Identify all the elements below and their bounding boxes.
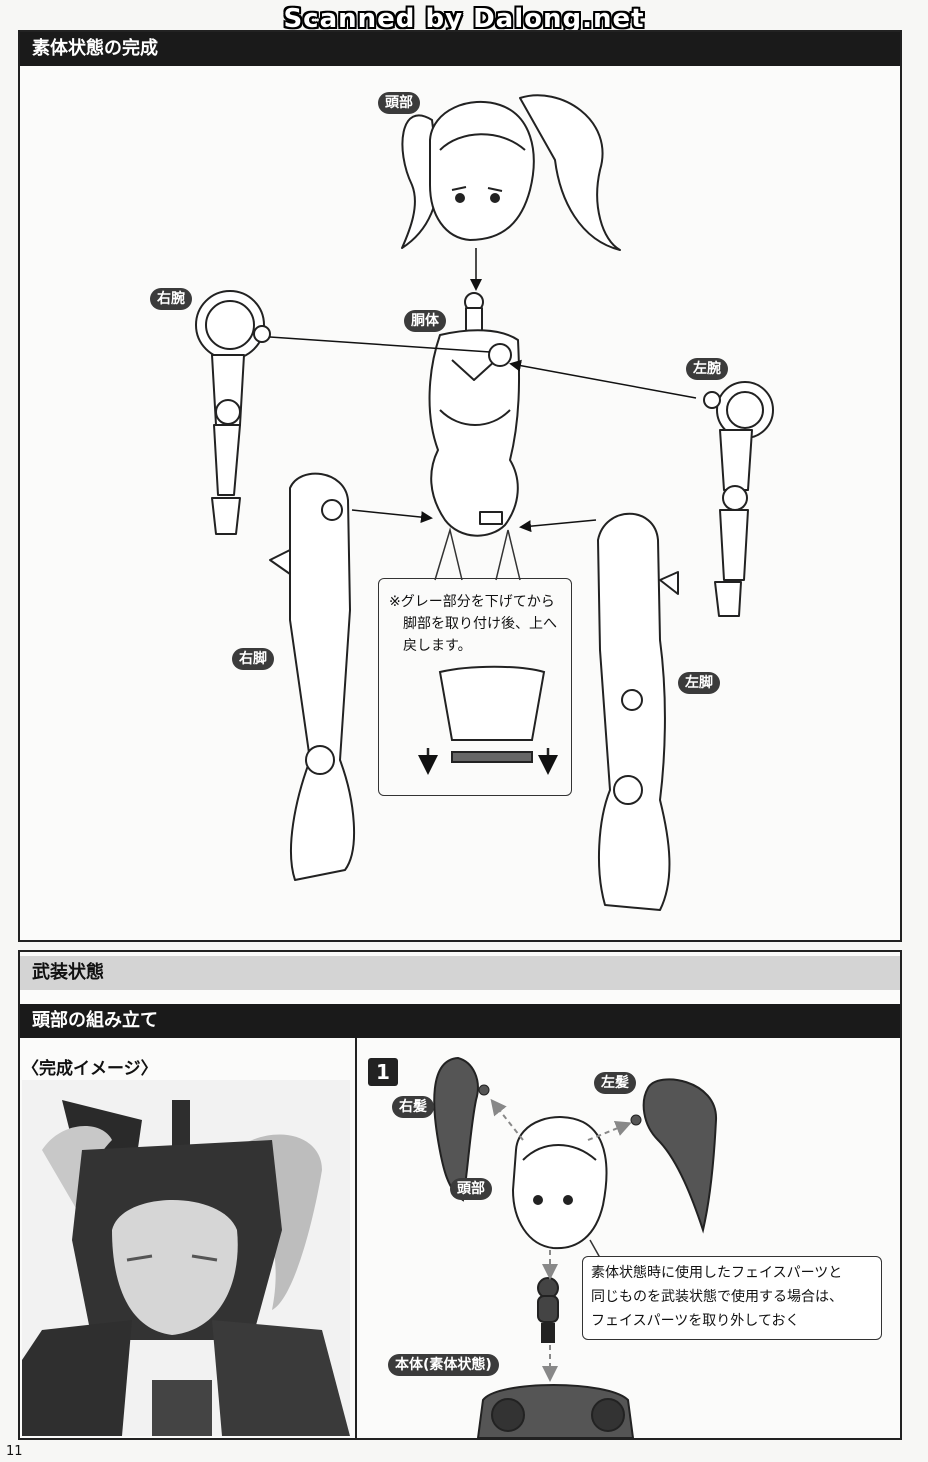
label-left-arm: 左腕 [686,358,728,380]
step-number: 1 [368,1058,398,1086]
note-gray-part-line-2: 脚部を取り付け後、上へ [403,616,557,632]
note-gray-part: ※グレー部分を下げてから 脚部を取り付け後、上へ 戻します。 [378,578,572,796]
right-leg-part [269,472,355,881]
panel-divider [355,1038,357,1440]
section-title-body-complete: 素体状態の完成 [20,32,900,66]
left-arm-part [703,381,774,617]
neck-joint-part [537,1277,559,1343]
label-head-armed: 頭部 [450,1178,492,1200]
hip-detail-illustration [418,665,558,775]
note-face-parts-line-3: フェイスパーツを取り外しておく [591,1313,800,1329]
note-face-parts: 素体状態時に使用したフェイスパーツと 同じものを武装状態で使用する場合は、 フェ… [582,1256,882,1340]
complete-image-label: 〈完成イメージ〉 [22,1059,158,1079]
left-hair-part [630,1078,718,1234]
note-face-parts-line-2: 同じものを武装状態で使用する場合は、 [591,1289,843,1305]
head-part [401,94,621,251]
left-leg-part [597,512,679,911]
page-number: 11 [6,1444,23,1459]
label-body: 本体(素体状態) [388,1354,499,1376]
label-torso: 胴体 [404,310,446,332]
label-left-leg: 左脚 [678,672,720,694]
label-right-leg: 右脚 [232,648,274,670]
head-part-armed [511,1116,608,1250]
body-assembly-illustration [195,94,774,911]
label-left-hair: 左髪 [594,1072,636,1094]
section-title-armed-state: 武装状態 [20,956,900,990]
body-part [476,1384,635,1439]
right-arm-part [195,290,271,535]
watermark: Scanned by Dalong.net [283,4,645,34]
section-subtitle-head-assembly: 頭部の組み立て [20,1004,900,1038]
torso-part [428,292,521,537]
note-gray-part-line-1: ※グレー部分を下げてから [389,594,555,610]
label-head: 頭部 [378,92,420,114]
label-right-arm: 右腕 [150,288,192,310]
complete-image-photo [22,1080,350,1436]
label-right-hair: 右髪 [392,1096,434,1118]
note-face-parts-line-1: 素体状態時に使用したフェイスパーツと [591,1265,843,1281]
note-gray-part-line-3: 戻します。 [403,638,472,654]
head-assembly-illustration [433,1056,718,1439]
